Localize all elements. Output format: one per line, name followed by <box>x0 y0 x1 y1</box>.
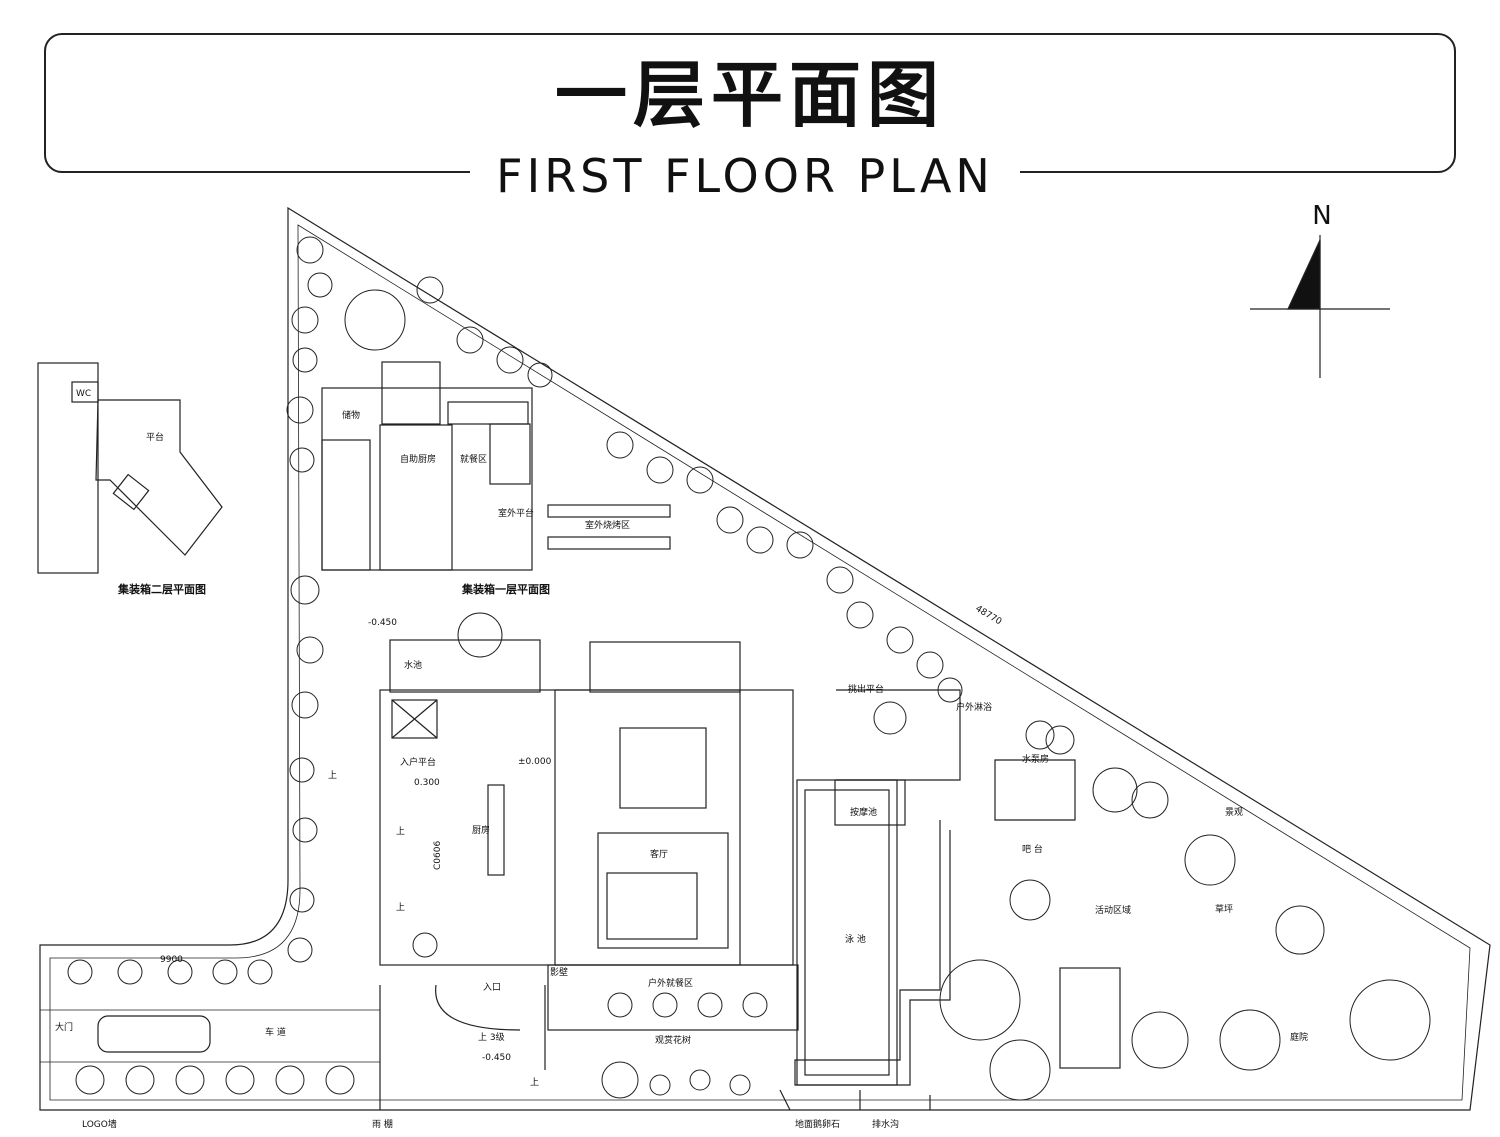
terrace-label: 平台 <box>146 431 164 443</box>
north-label: N <box>1312 201 1331 231</box>
outdoor-dining-tables <box>607 701 1075 1018</box>
room-courtyard: 庭院 <box>1290 1031 1308 1043</box>
room-outdoor-dining: 户外就餐区 <box>648 977 693 989</box>
north-arrow-icon <box>1250 235 1390 378</box>
stair-up-2: 上 <box>396 826 405 837</box>
door-code: C0606 <box>433 841 443 870</box>
subtitle-row: FIRST FLOOR PLAN <box>0 148 1500 204</box>
tree-clusters <box>67 236 1431 1101</box>
wc-label: WC <box>76 389 91 399</box>
level-steps: 上 3级 <box>478 1031 505 1043</box>
container-upper-label: 集装箱二层平面图 <box>117 582 206 596</box>
room-logo-wall: LOGO墙 <box>82 1118 117 1130</box>
room-bar: 吧 台 <box>1022 843 1043 855</box>
room-gate: 大门 <box>55 1021 73 1033</box>
room-cantilever-platform: 挑出平台 <box>848 683 884 695</box>
room-outdoor-bath: 户外淋浴 <box>956 701 992 713</box>
main-building <box>379 689 794 966</box>
container-lower-label: 集装箱一层平面图 <box>461 582 550 596</box>
level-300: 0.300 <box>414 778 440 788</box>
level-zero: ±0.000 <box>518 757 552 767</box>
room-lawn: 草坪 <box>1215 903 1233 915</box>
room-landscape: 景观 <box>1225 807 1243 818</box>
stair-up-1: 上 <box>328 770 337 781</box>
room-pebble: 地面鹅卵石 <box>795 1118 840 1130</box>
room-dining-area: 就餐区 <box>460 453 487 465</box>
room-pond: 水池 <box>404 659 422 671</box>
site-boundary-inner <box>49 224 1471 1101</box>
page-title: 一层平面图 <box>554 53 945 137</box>
container-upper-plan <box>37 362 99 574</box>
room-outdoor-platform: 室外平台 <box>498 507 534 519</box>
room-self-kitchen: 自助厨房 <box>400 453 436 465</box>
room-entry: 入口 <box>483 982 501 993</box>
room-entry-platform: 入户平台 <box>400 756 436 768</box>
room-massage-pool: 按摩池 <box>850 806 877 818</box>
car <box>97 1015 211 1053</box>
dim-left: 9900 <box>160 955 183 965</box>
page-subtitle: FIRST FLOOR PLAN <box>470 148 1020 204</box>
stair-up-4: 上 <box>530 1077 539 1088</box>
room-activity-area: 活动区域 <box>1095 904 1131 916</box>
room-driveway: 车 道 <box>265 1026 286 1038</box>
level-minus-450: -0.450 <box>368 618 397 628</box>
room-shadow-wall: 影壁 <box>550 966 568 978</box>
dim-diagonal: 48770 <box>973 604 1003 627</box>
room-bbq-area: 室外烧烤区 <box>585 519 630 531</box>
stair-up-3: 上 <box>396 902 405 913</box>
site-boundary <box>39 206 1491 1111</box>
pool <box>796 779 898 1086</box>
room-storage: 储物 <box>342 409 360 421</box>
room-living: 客厅 <box>650 848 668 860</box>
room-pump-room: 水泵房 <box>1022 753 1049 765</box>
level-minus-450-b: -0.450 <box>482 1053 511 1063</box>
room-canopy: 雨 棚 <box>372 1118 393 1130</box>
room-pool: 泳 池 <box>845 933 866 945</box>
room-drain: 排水沟 <box>872 1118 899 1130</box>
room-flower-bed: 观赏花树 <box>655 1034 691 1046</box>
room-kitchen: 厨房 <box>472 824 490 836</box>
